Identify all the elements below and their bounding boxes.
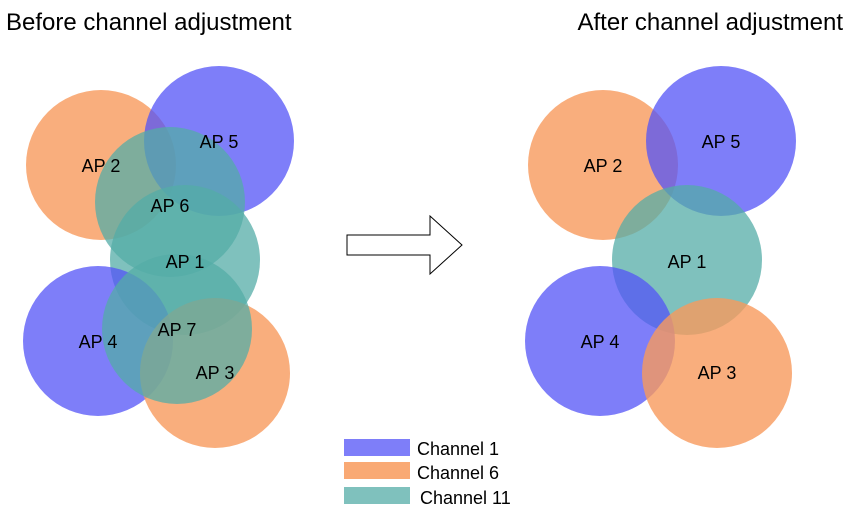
legend-label-channel-1: Channel 1 xyxy=(417,439,499,459)
after-ap-3-coverage xyxy=(642,298,792,448)
legend-swatch-channel-1 xyxy=(344,439,410,456)
legend-swatch-channel-6 xyxy=(344,462,410,479)
before-ap-7-coverage xyxy=(102,254,252,404)
before-ap-2-label: AP 2 xyxy=(82,156,121,176)
before-diagram: AP 2 AP 5 AP 6 AP 1 AP 4 AP 3 AP 7 xyxy=(23,66,294,448)
after-ap-2-label: AP 2 xyxy=(584,156,623,176)
legend: Channel 1 Channel 6 Channel 11 xyxy=(344,439,511,508)
after-ap-5-label: AP 5 xyxy=(702,132,741,152)
after-ap-4-label: AP 4 xyxy=(581,332,620,352)
before-ap-5-label: AP 5 xyxy=(200,132,239,152)
before-ap-1-label: AP 1 xyxy=(166,252,205,272)
legend-label-channel-11: Channel 11 xyxy=(420,488,511,508)
after-ap-3-label: AP 3 xyxy=(698,363,737,383)
legend-label-channel-6: Channel 6 xyxy=(417,463,499,483)
before-title: Before channel adjustment xyxy=(6,9,292,36)
after-title: After channel adjustment xyxy=(578,9,844,36)
before-ap-4-label: AP 4 xyxy=(79,332,118,352)
after-ap-1-label: AP 1 xyxy=(668,252,707,272)
before-ap-6-label: AP 6 xyxy=(151,196,190,216)
legend-swatch-channel-11 xyxy=(344,487,410,504)
before-ap-3-label: AP 3 xyxy=(196,363,235,383)
right-arrow-icon xyxy=(346,214,463,276)
before-ap-7-label: AP 7 xyxy=(158,320,197,340)
after-diagram: AP 2 AP 5 AP 1 AP 4 AP 3 xyxy=(525,66,796,448)
after-ap-4-coverage xyxy=(525,266,675,416)
after-ap-5-coverage xyxy=(646,66,796,216)
